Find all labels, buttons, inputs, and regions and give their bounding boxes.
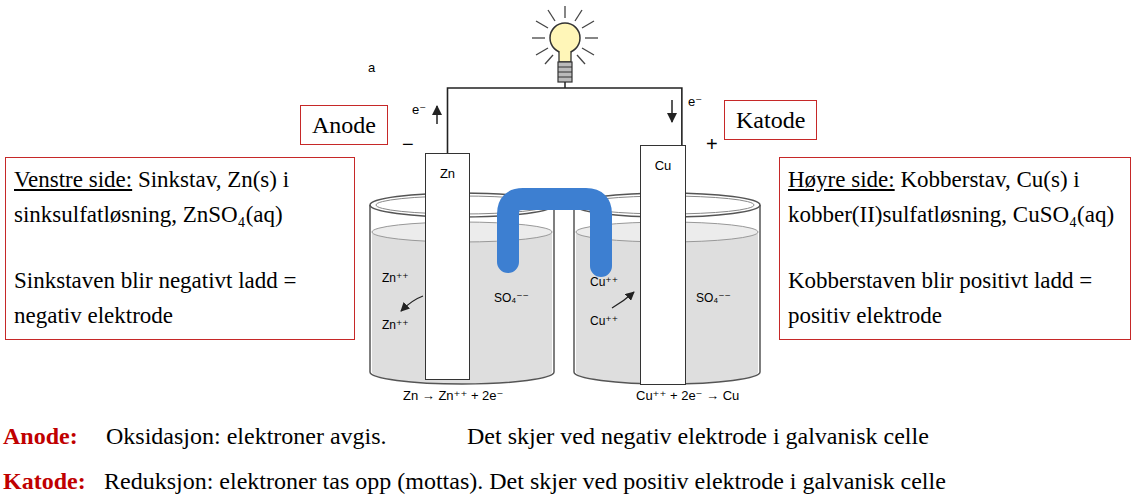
box-label: Cu	[641, 158, 685, 174]
salt-bridge	[508, 199, 601, 266]
electron-symbol: e⁻	[412, 102, 426, 118]
bulb-thread	[558, 67, 572, 68]
bulb-glass	[550, 23, 580, 53]
copper-electrode: Cu	[640, 145, 686, 385]
term-heading: Katode:	[3, 467, 86, 496]
ion-label: Cu⁺⁺	[590, 275, 618, 289]
electron-symbol: e⁻	[688, 94, 702, 110]
half-reaction: Cu⁺⁺ + 2e⁻ → Cu	[636, 388, 739, 404]
right-side-info-box: Høyre side:Kobberstav, Cu(s) i kobber(II…	[779, 157, 1131, 340]
ion-label: SO₄⁻⁻	[494, 291, 529, 305]
text-line: Venstre side:Sinkstav, Zn(s) i sinksulfa…	[14, 162, 346, 232]
left-side-info-box: Venstre side:Sinkstav, Zn(s) i sinksulfa…	[5, 157, 355, 340]
bulb-thread	[558, 72, 572, 73]
half-reaction: Zn → Zn⁺⁺ + 2e⁻	[403, 388, 503, 404]
light-bulb	[532, 6, 598, 88]
description-text: Kobberstaven blir positivt ladd = positi…	[788, 263, 1122, 333]
box-label: Katode	[736, 106, 805, 134]
external-wire	[448, 88, 682, 153]
box-label: Anode	[312, 111, 376, 139]
polarity-sign: +	[706, 132, 718, 156]
bulb-rays	[532, 6, 598, 64]
term-heading: Anode:	[3, 422, 78, 451]
cathode-label-box: Katode	[724, 100, 817, 140]
bulb-base	[558, 62, 572, 82]
definition-text: Oksidasjon: elektroner avgis.	[106, 422, 387, 451]
description-text: Sinkstaven blir negativt ladd = negativ …	[14, 263, 346, 333]
ion-label: Zn⁺⁺	[382, 318, 409, 332]
anode-label-box: Anode	[300, 105, 388, 145]
bulb-contact	[564, 82, 566, 88]
definition-text: Det skjer ved negativ elektrode i galvan…	[467, 422, 929, 451]
ion-label: Cu⁺⁺	[590, 314, 618, 328]
text-line: Høyre side:Kobberstav, Cu(s) i kobber(II…	[788, 162, 1122, 232]
electron-arrow	[671, 100, 673, 122]
side-heading: Høyre side:	[788, 167, 895, 192]
figure-letter: a	[368, 60, 375, 76]
bulb-thread	[558, 77, 572, 78]
ion-label: Zn⁺⁺	[382, 271, 409, 285]
side-heading: Venstre side:	[14, 167, 132, 192]
electron-arrow	[436, 106, 438, 124]
bulb-neck	[559, 51, 571, 62]
box-label: Zn	[426, 166, 469, 182]
definition-text: Reduksjon: elektroner tas opp (mottas). …	[104, 467, 946, 496]
ion-arrow	[612, 292, 634, 308]
ion-arrow	[401, 296, 423, 311]
ion-label: SO₄⁻⁻	[696, 291, 731, 305]
zinc-electrode: Zn	[425, 153, 470, 380]
polarity-sign: −	[402, 132, 414, 156]
